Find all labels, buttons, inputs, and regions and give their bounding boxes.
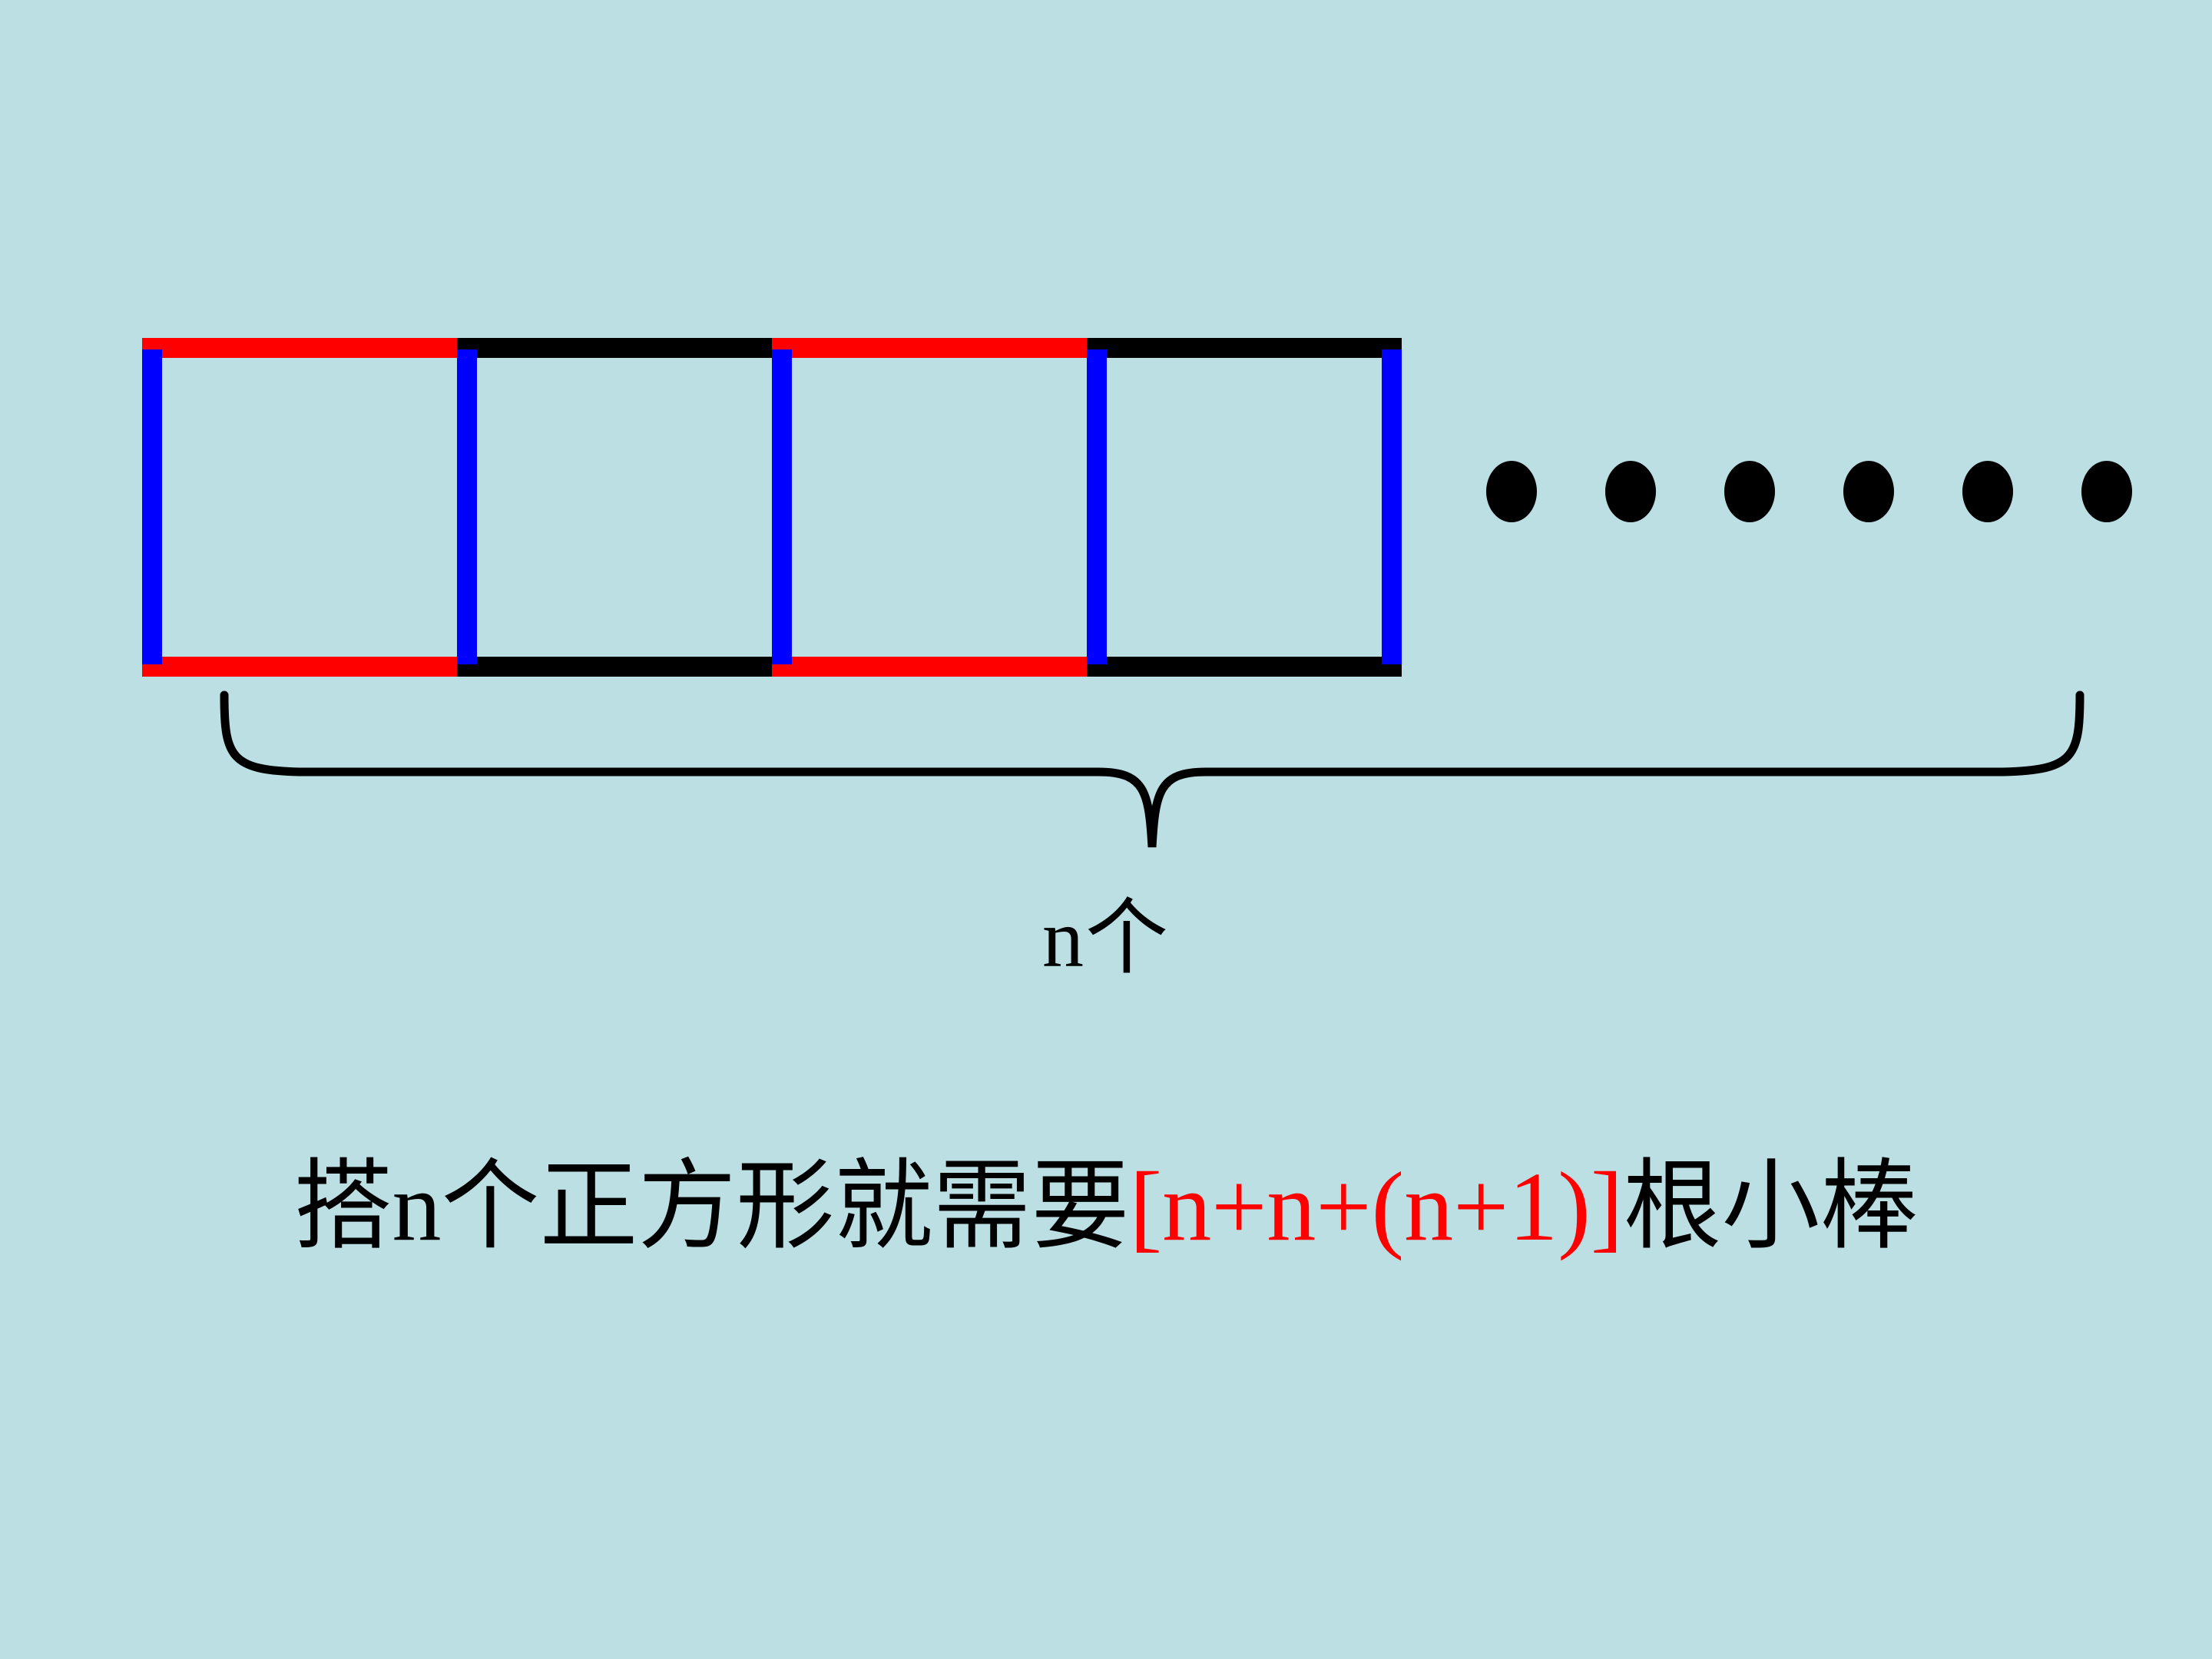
ellipsis-dot-1: [1486, 461, 1537, 522]
ellipsis-dot-4: [1843, 461, 1894, 522]
vertical-stick-3: [772, 349, 792, 664]
ellipsis-dots: [1486, 461, 2132, 522]
bottom-stick-square-1: [142, 657, 457, 677]
vertical-stick-5: [1382, 349, 1402, 664]
vertical-sticks: [142, 349, 1402, 664]
top-stick-square-4: [1087, 338, 1402, 358]
brace-path: [220, 690, 2085, 848]
bottom-horizontal-sticks: [142, 657, 1402, 677]
top-stick-square-1: [142, 338, 457, 358]
ellipsis-dot-3: [1724, 461, 1775, 522]
vertical-stick-2: [457, 349, 477, 664]
ellipsis-dot-2: [1605, 461, 1656, 522]
top-horizontal-sticks: [142, 338, 1402, 358]
ellipsis-dot-6: [2081, 461, 2132, 522]
bottom-stick-square-3: [772, 657, 1087, 677]
group-brace: [220, 690, 2085, 848]
vertical-stick-4: [1087, 349, 1107, 664]
top-stick-square-2: [457, 338, 772, 358]
bottom-stick-square-2: [457, 657, 772, 677]
ellipsis-dot-5: [1962, 461, 2013, 522]
top-stick-square-3: [772, 338, 1087, 358]
bottom-stick-square-4: [1087, 657, 1402, 677]
vertical-stick-1: [142, 349, 162, 664]
